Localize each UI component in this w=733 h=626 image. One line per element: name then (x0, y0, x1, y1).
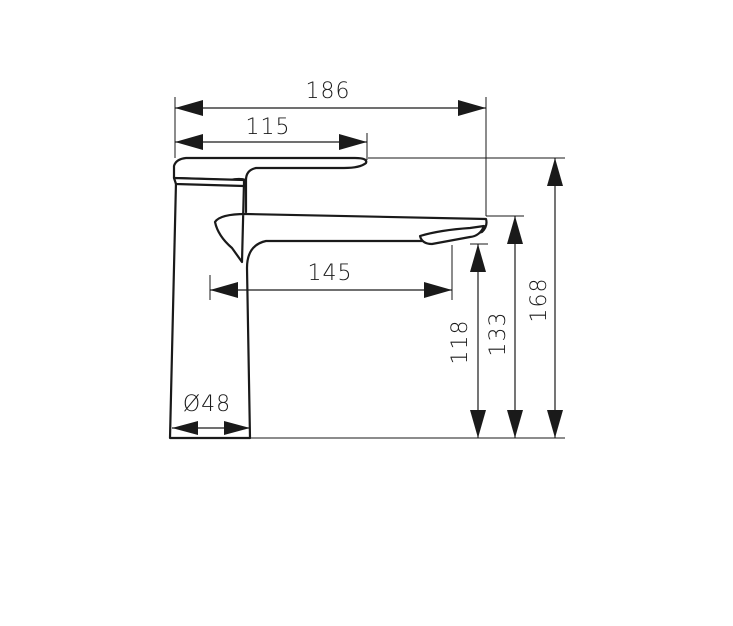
faucet-outline (168, 156, 488, 440)
faucet-lever-band (172, 176, 246, 188)
faucet-spout-outlet (418, 224, 486, 246)
dimension-label-186: 186 (306, 79, 351, 104)
dimension-spout-reach: 145 (210, 261, 452, 298)
dimension-overall-length: 186 (175, 79, 486, 116)
dimension-base-diameter: Ø48 (172, 392, 250, 435)
dimension-label-145: 145 (308, 261, 353, 286)
dimension-label-diameter: Ø48 (183, 392, 231, 417)
dimension-label-168: 168 (527, 278, 552, 323)
dimension-label-118: 118 (448, 320, 473, 365)
faucet-body (168, 180, 488, 440)
dimension-spout-top-height: 133 (486, 216, 523, 438)
dimension-overall-height: 168 (527, 158, 563, 438)
dimension-lever-length: 115 (175, 115, 367, 150)
dimension-label-115: 115 (246, 115, 291, 140)
dimension-label-133: 133 (486, 312, 511, 357)
dimension-spout-height: 118 (448, 244, 486, 438)
extension-lines (174, 97, 565, 439)
